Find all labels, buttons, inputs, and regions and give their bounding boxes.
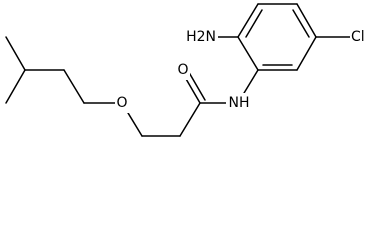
- amide-nitrogen-label: NH: [229, 95, 250, 111]
- ring-bond-4: [296, 3, 317, 38]
- bond-c4-c5: [63, 69, 85, 104]
- ether-oxygen-label: O: [116, 95, 127, 111]
- bond-c1-c2: [5, 36, 26, 71]
- amide-nitrogen-label-mask: [226, 93, 252, 113]
- ring-bond-1: [237, 36, 259, 71]
- chlorine-label: Cl: [351, 29, 365, 45]
- ring-bond-6-inner: [245, 9, 263, 38]
- carbonyl-oxygen-label: O: [177, 62, 188, 78]
- carbonyl-oxygen-label-mask: [176, 60, 190, 80]
- bond-c7-c8: [179, 102, 201, 137]
- amino-group-label: H2N: [186, 29, 216, 45]
- ether-oxygen-label-mask: [115, 93, 129, 113]
- chemical-structure-diagram: H2N NH O O Cl: [5, 3, 372, 137]
- ring-bond-6: [237, 3, 259, 38]
- amino-label-mask: [184, 27, 218, 47]
- ring-bond-3: [296, 36, 317, 71]
- chlorine-label-mask: [350, 27, 372, 47]
- ring-bond-4-inner: [292, 9, 310, 38]
- bond-c2-c3: [5, 69, 26, 104]
